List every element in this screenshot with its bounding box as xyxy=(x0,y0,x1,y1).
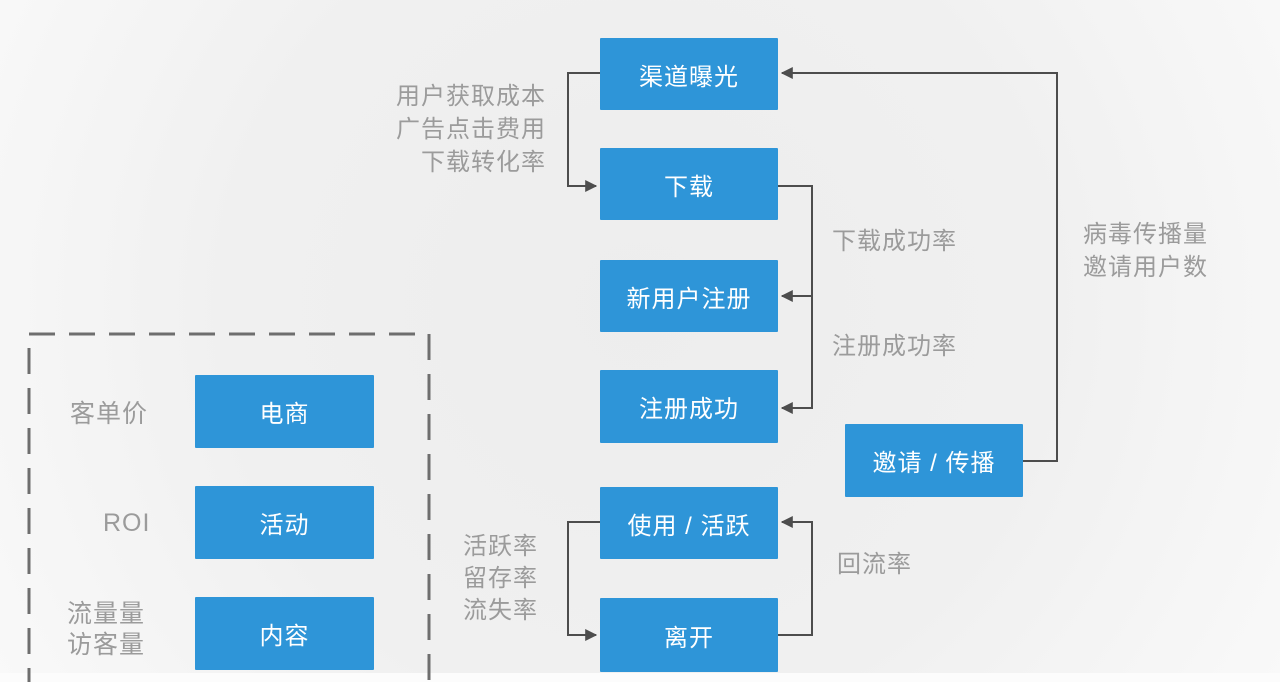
label-engagement-metrics: 活跃率 留存率 流失率 xyxy=(463,531,538,627)
label-download-conversion-rate: 下载转化率 xyxy=(421,149,546,176)
node-invite-spread: 邀请 / 传播 xyxy=(845,424,1023,497)
label-reflow-rate: 回流率 xyxy=(837,551,912,578)
label-visitor-volume: 访客量 xyxy=(67,631,146,659)
label-traffic-volume: 流量量 xyxy=(67,600,146,628)
edge-leave-to-active xyxy=(778,516,813,636)
business-group-dashed-border xyxy=(27,332,431,682)
label-download-success-rate: 下载成功率 xyxy=(832,228,957,255)
node-channel-exposure: 渠道曝光 xyxy=(600,38,778,110)
label-ad-click-cost: 广告点击费用 xyxy=(396,116,546,143)
label-traffic-metrics: 流量量 访客量 xyxy=(67,599,145,661)
node-leave: 离开 xyxy=(600,598,778,672)
label-viral-spread-volume: 病毒传播量 xyxy=(1083,221,1208,248)
node-download: 下载 xyxy=(600,148,778,220)
label-churn-rate: 流失率 xyxy=(463,597,538,624)
edge-active-to-leave xyxy=(567,521,600,641)
label-retention-rate: 留存率 xyxy=(463,565,538,592)
label-customer-unit-price: 客单价 xyxy=(70,400,149,428)
label-register-success-rate: 注册成功率 xyxy=(832,333,957,360)
label-viral-metrics: 病毒传播量 邀请用户数 xyxy=(1083,218,1208,284)
bottom-strip xyxy=(0,673,1280,682)
label-acquisition-metrics: 用户获取成本 广告点击费用 下载转化率 xyxy=(350,80,546,179)
node-activity: 活动 xyxy=(195,486,374,559)
edge-invite-to-exposure xyxy=(780,67,1058,462)
edge-exposure-to-download xyxy=(567,72,600,192)
node-register-success: 注册成功 xyxy=(600,370,778,443)
label-user-acquisition-cost: 用户获取成本 xyxy=(396,83,546,110)
label-roi: ROI xyxy=(103,509,151,537)
node-ecommerce: 电商 xyxy=(195,375,374,448)
label-invited-user-count: 邀请用户数 xyxy=(1083,254,1208,281)
label-active-rate: 活跃率 xyxy=(463,533,538,560)
node-new-user-register: 新用户注册 xyxy=(600,260,778,332)
node-use-active: 使用 / 活跃 xyxy=(600,487,778,559)
node-content: 内容 xyxy=(195,597,374,670)
